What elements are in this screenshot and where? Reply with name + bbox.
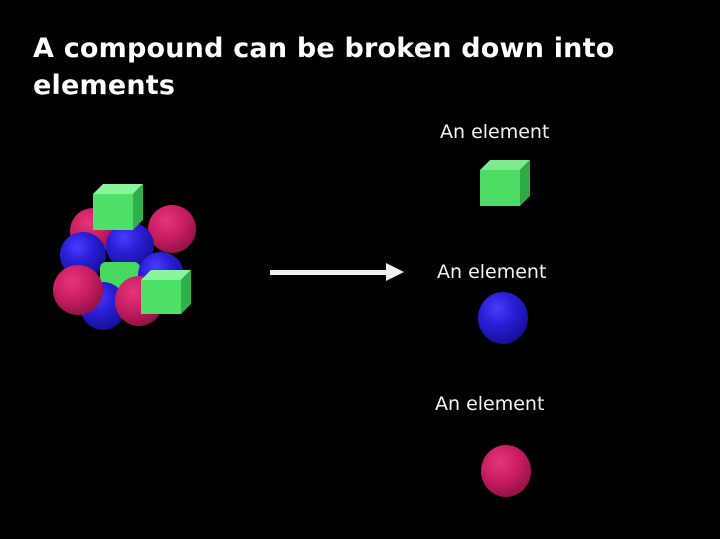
blue-sphere-icon: [478, 292, 528, 344]
green-cube-icon: [93, 184, 143, 230]
element-label: An element: [440, 121, 550, 143]
slide-title: A compound can be broken down into eleme…: [33, 33, 615, 101]
pink-sphere-icon: [481, 445, 531, 497]
green-cube-icon: [480, 160, 530, 206]
element-label: An element: [435, 393, 545, 415]
green-cube-icon: [141, 270, 191, 314]
element-label: An element: [437, 261, 547, 283]
pink-sphere-icon: [53, 265, 103, 315]
pink-sphere-icon: [148, 205, 196, 253]
